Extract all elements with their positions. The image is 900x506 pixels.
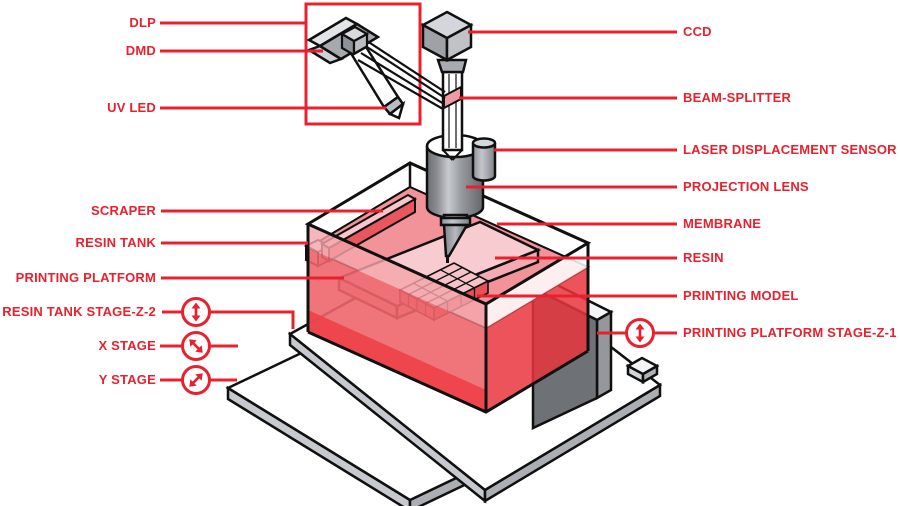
dlp-light-engine [304, 2, 446, 126]
dmd-chip-cube [339, 25, 370, 57]
label-dlp: DLP [129, 15, 156, 30]
laser-displacement-sensor-cylinder [471, 137, 497, 182]
label-scraper: SCRAPER [91, 203, 156, 218]
light-beam-lines [357, 40, 446, 110]
axis-icons [181, 297, 655, 395]
label-x-stage: X STAGE [98, 338, 156, 353]
label-uv-led: UV LED [107, 100, 156, 115]
leader-lines [160, 21, 677, 382]
label-printing-platform-stage-z1: PRINTING PLATFORM STAGE-Z-1 [683, 325, 897, 340]
ccd-camera-cube [420, 10, 474, 74]
label-laser-displacement-sensor: LASER DISPLACEMENT SENSOR [683, 142, 897, 157]
y-axis-icon [181, 365, 211, 395]
z-axis-icon-printing-platform-stage [625, 318, 655, 348]
label-resin-tank-stage-z2: RESIN TANK STAGE-Z-2 [2, 304, 156, 319]
x-axis-icon [181, 331, 211, 361]
tank-walls [308, 224, 588, 412]
label-ccd: CCD [683, 24, 712, 39]
label-resin-tank: RESIN TANK [75, 235, 156, 250]
optical-tube [441, 70, 464, 161]
projection-optics [420, 10, 497, 263]
dlp-red-box [304, 2, 422, 126]
label-printing-model: PRINTING MODEL [683, 288, 799, 303]
lens-cone [439, 213, 472, 263]
label-membrane: MEMBRANE [683, 216, 762, 231]
label-dmd: DMD [125, 43, 156, 58]
label-projection-lens: PROJECTION LENS [683, 179, 809, 194]
label-beam-splitter: BEAM-SPLITTER [683, 90, 792, 105]
label-resin: RESIN [683, 250, 724, 265]
label-printing-platform: PRINTING PLATFORM [15, 270, 156, 285]
z-axis-icon-resin-tank-stage [181, 297, 211, 327]
label-y-stage: Y STAGE [98, 372, 156, 387]
stage-rail-tab [625, 356, 660, 385]
